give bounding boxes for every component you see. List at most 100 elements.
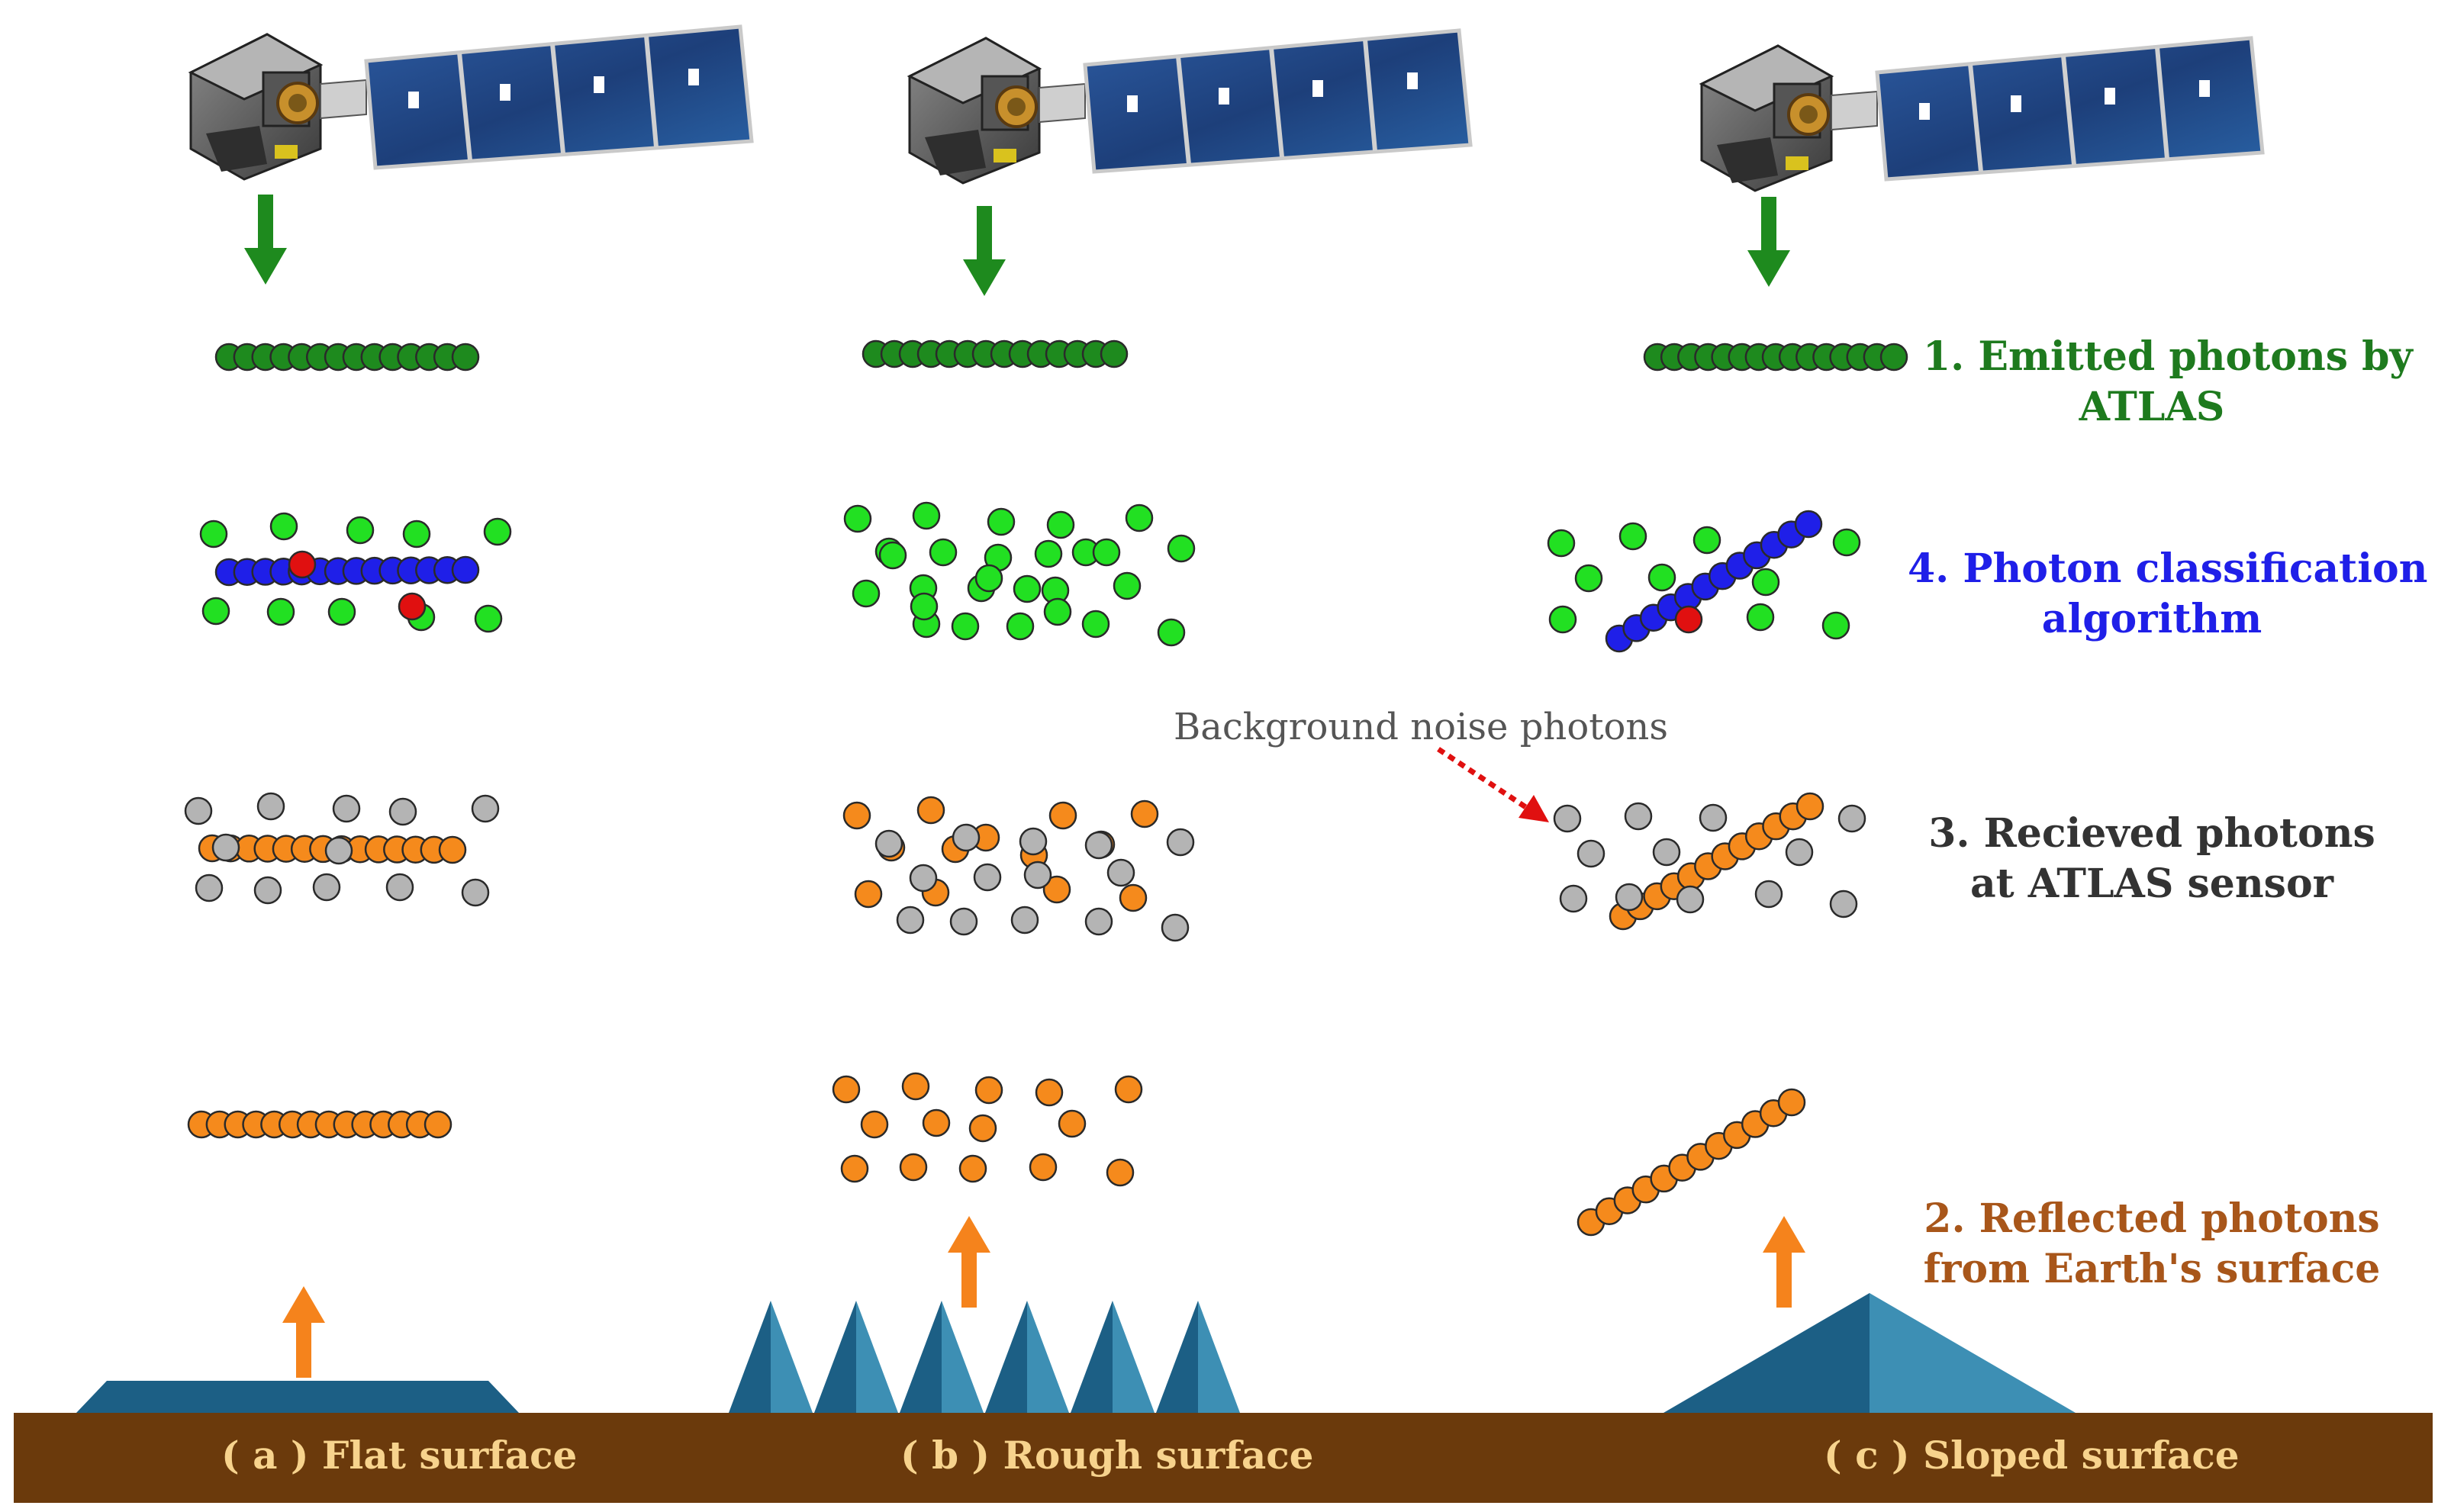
background-noise-photon bbox=[1559, 884, 1588, 913]
ground-strip bbox=[14, 1413, 2433, 1503]
noise-photon bbox=[974, 564, 1003, 593]
noise-photon bbox=[878, 541, 907, 570]
background-noise-photon bbox=[1615, 883, 1644, 912]
noise-photon bbox=[1692, 526, 1721, 555]
label-background-noise: Background noise photons bbox=[1174, 706, 1668, 748]
reflected-photon bbox=[922, 1108, 951, 1137]
dotted-pointer-arrowhead-icon bbox=[1519, 795, 1549, 822]
noise-photon bbox=[199, 520, 228, 549]
background-noise-photon bbox=[385, 873, 414, 902]
emitted-photon bbox=[1879, 343, 1908, 372]
label-received-photons: 3. Recieved photons at ATLAS sensor bbox=[1923, 809, 2381, 909]
sloped-surface bbox=[1663, 1293, 1870, 1413]
background-noise-photon bbox=[909, 864, 938, 893]
background-noise-photon bbox=[973, 863, 1002, 892]
label-classification: 4. Photon classification algorithm bbox=[1908, 544, 2428, 645]
misclassified-photon bbox=[398, 592, 427, 621]
noise-photon bbox=[1081, 610, 1110, 639]
noise-photon bbox=[1832, 528, 1861, 557]
rough-surface-peak bbox=[729, 1301, 771, 1413]
noise-photon bbox=[483, 517, 512, 546]
rough-surface-peak bbox=[814, 1301, 856, 1413]
reflected-photon bbox=[1119, 883, 1148, 912]
reflected-photon bbox=[842, 801, 871, 830]
satellite-icon bbox=[910, 31, 1470, 183]
reflected-photon bbox=[901, 1072, 930, 1101]
rough-surface-peak bbox=[1198, 1301, 1240, 1413]
background-noise-photon bbox=[324, 836, 353, 865]
up-arrow-icon bbox=[1763, 1216, 1805, 1308]
reflected-photon bbox=[1777, 1088, 1806, 1117]
rough-surface-peak bbox=[985, 1301, 1027, 1413]
emitted-photon bbox=[1100, 339, 1129, 368]
noise-photon bbox=[1006, 612, 1035, 641]
reflected-photon bbox=[1106, 1158, 1135, 1187]
background-noise-photon bbox=[195, 873, 224, 902]
noise-photon bbox=[1013, 574, 1042, 603]
misclassified-photon bbox=[1674, 605, 1703, 634]
label-classification-line1: 4. Photon classification bbox=[1908, 545, 2428, 592]
reflected-photon bbox=[1042, 875, 1071, 904]
satellite-icon bbox=[191, 27, 752, 179]
noise-photon bbox=[1746, 603, 1775, 632]
background-noise-photon bbox=[1676, 885, 1705, 914]
background-noise-photon bbox=[1624, 802, 1653, 831]
noise-photon bbox=[1548, 605, 1577, 634]
rough-surface-peak bbox=[1071, 1301, 1113, 1413]
rough-surface-peak bbox=[1156, 1301, 1198, 1413]
reflected-photon bbox=[1114, 1075, 1143, 1104]
reflected-photon bbox=[899, 1153, 928, 1182]
label-reflected-line2: from Earth's surface bbox=[1923, 1246, 2381, 1292]
label-received-line1: 3. Recieved photons bbox=[1928, 810, 2375, 857]
emitted-photon bbox=[451, 343, 480, 372]
rough-surface-peak bbox=[900, 1301, 942, 1413]
background-noise-photon bbox=[952, 823, 981, 852]
dotted-pointer-arrow-icon bbox=[1437, 747, 1535, 815]
reflected-photon bbox=[840, 1154, 869, 1183]
reflected-photon bbox=[974, 1076, 1003, 1105]
background-noise-photon bbox=[1161, 913, 1190, 942]
reflected-photon bbox=[916, 796, 945, 825]
noise-photon bbox=[266, 597, 295, 626]
noise-photon bbox=[929, 538, 958, 567]
noise-photon bbox=[327, 597, 356, 626]
reflected-photon bbox=[958, 1154, 987, 1183]
background-noise-photon bbox=[332, 794, 361, 823]
background-noise-photon bbox=[949, 907, 978, 936]
label-received-line2: at ATLAS sensor bbox=[1969, 861, 2334, 907]
noise-photon bbox=[843, 504, 872, 533]
background-noise-photon bbox=[1754, 880, 1783, 909]
noise-photon bbox=[402, 520, 431, 549]
background-noise-photon bbox=[1699, 803, 1728, 832]
noise-photon bbox=[1157, 618, 1186, 647]
background-noise-photon bbox=[461, 878, 490, 907]
rough-surface-peak bbox=[1113, 1301, 1155, 1413]
rough-surface-peak bbox=[771, 1301, 813, 1413]
background-noise-photon bbox=[312, 873, 341, 902]
reflected-photon bbox=[1130, 799, 1159, 828]
background-noise-photon bbox=[184, 796, 213, 825]
noise-photon bbox=[852, 579, 881, 608]
reflected-photon bbox=[1029, 1153, 1058, 1182]
noise-photon bbox=[1034, 539, 1063, 568]
flat-surface bbox=[76, 1381, 519, 1413]
reflected-photon bbox=[860, 1110, 889, 1139]
down-arrow-icon bbox=[244, 195, 287, 285]
up-arrow-icon bbox=[282, 1286, 325, 1378]
background-noise-photon bbox=[256, 792, 285, 821]
noise-photon bbox=[1574, 564, 1603, 593]
noise-photon bbox=[1046, 510, 1075, 539]
reflected-photon bbox=[968, 1114, 997, 1143]
up-arrow-icon bbox=[948, 1216, 990, 1308]
background-noise-photon bbox=[1084, 831, 1113, 860]
background-noise-photon bbox=[253, 876, 282, 905]
panel-label-b: ( b ) Rough surface bbox=[900, 1433, 1314, 1478]
background-noise-photon bbox=[1576, 839, 1605, 868]
misclassified-photon bbox=[288, 550, 317, 579]
reflected-photon bbox=[854, 880, 883, 909]
reflected-photon bbox=[1048, 801, 1077, 830]
noise-photon bbox=[1751, 568, 1780, 597]
background-noise-photon bbox=[1023, 861, 1052, 890]
background-noise-photon bbox=[211, 833, 240, 862]
rough-surface-peak bbox=[942, 1301, 984, 1413]
